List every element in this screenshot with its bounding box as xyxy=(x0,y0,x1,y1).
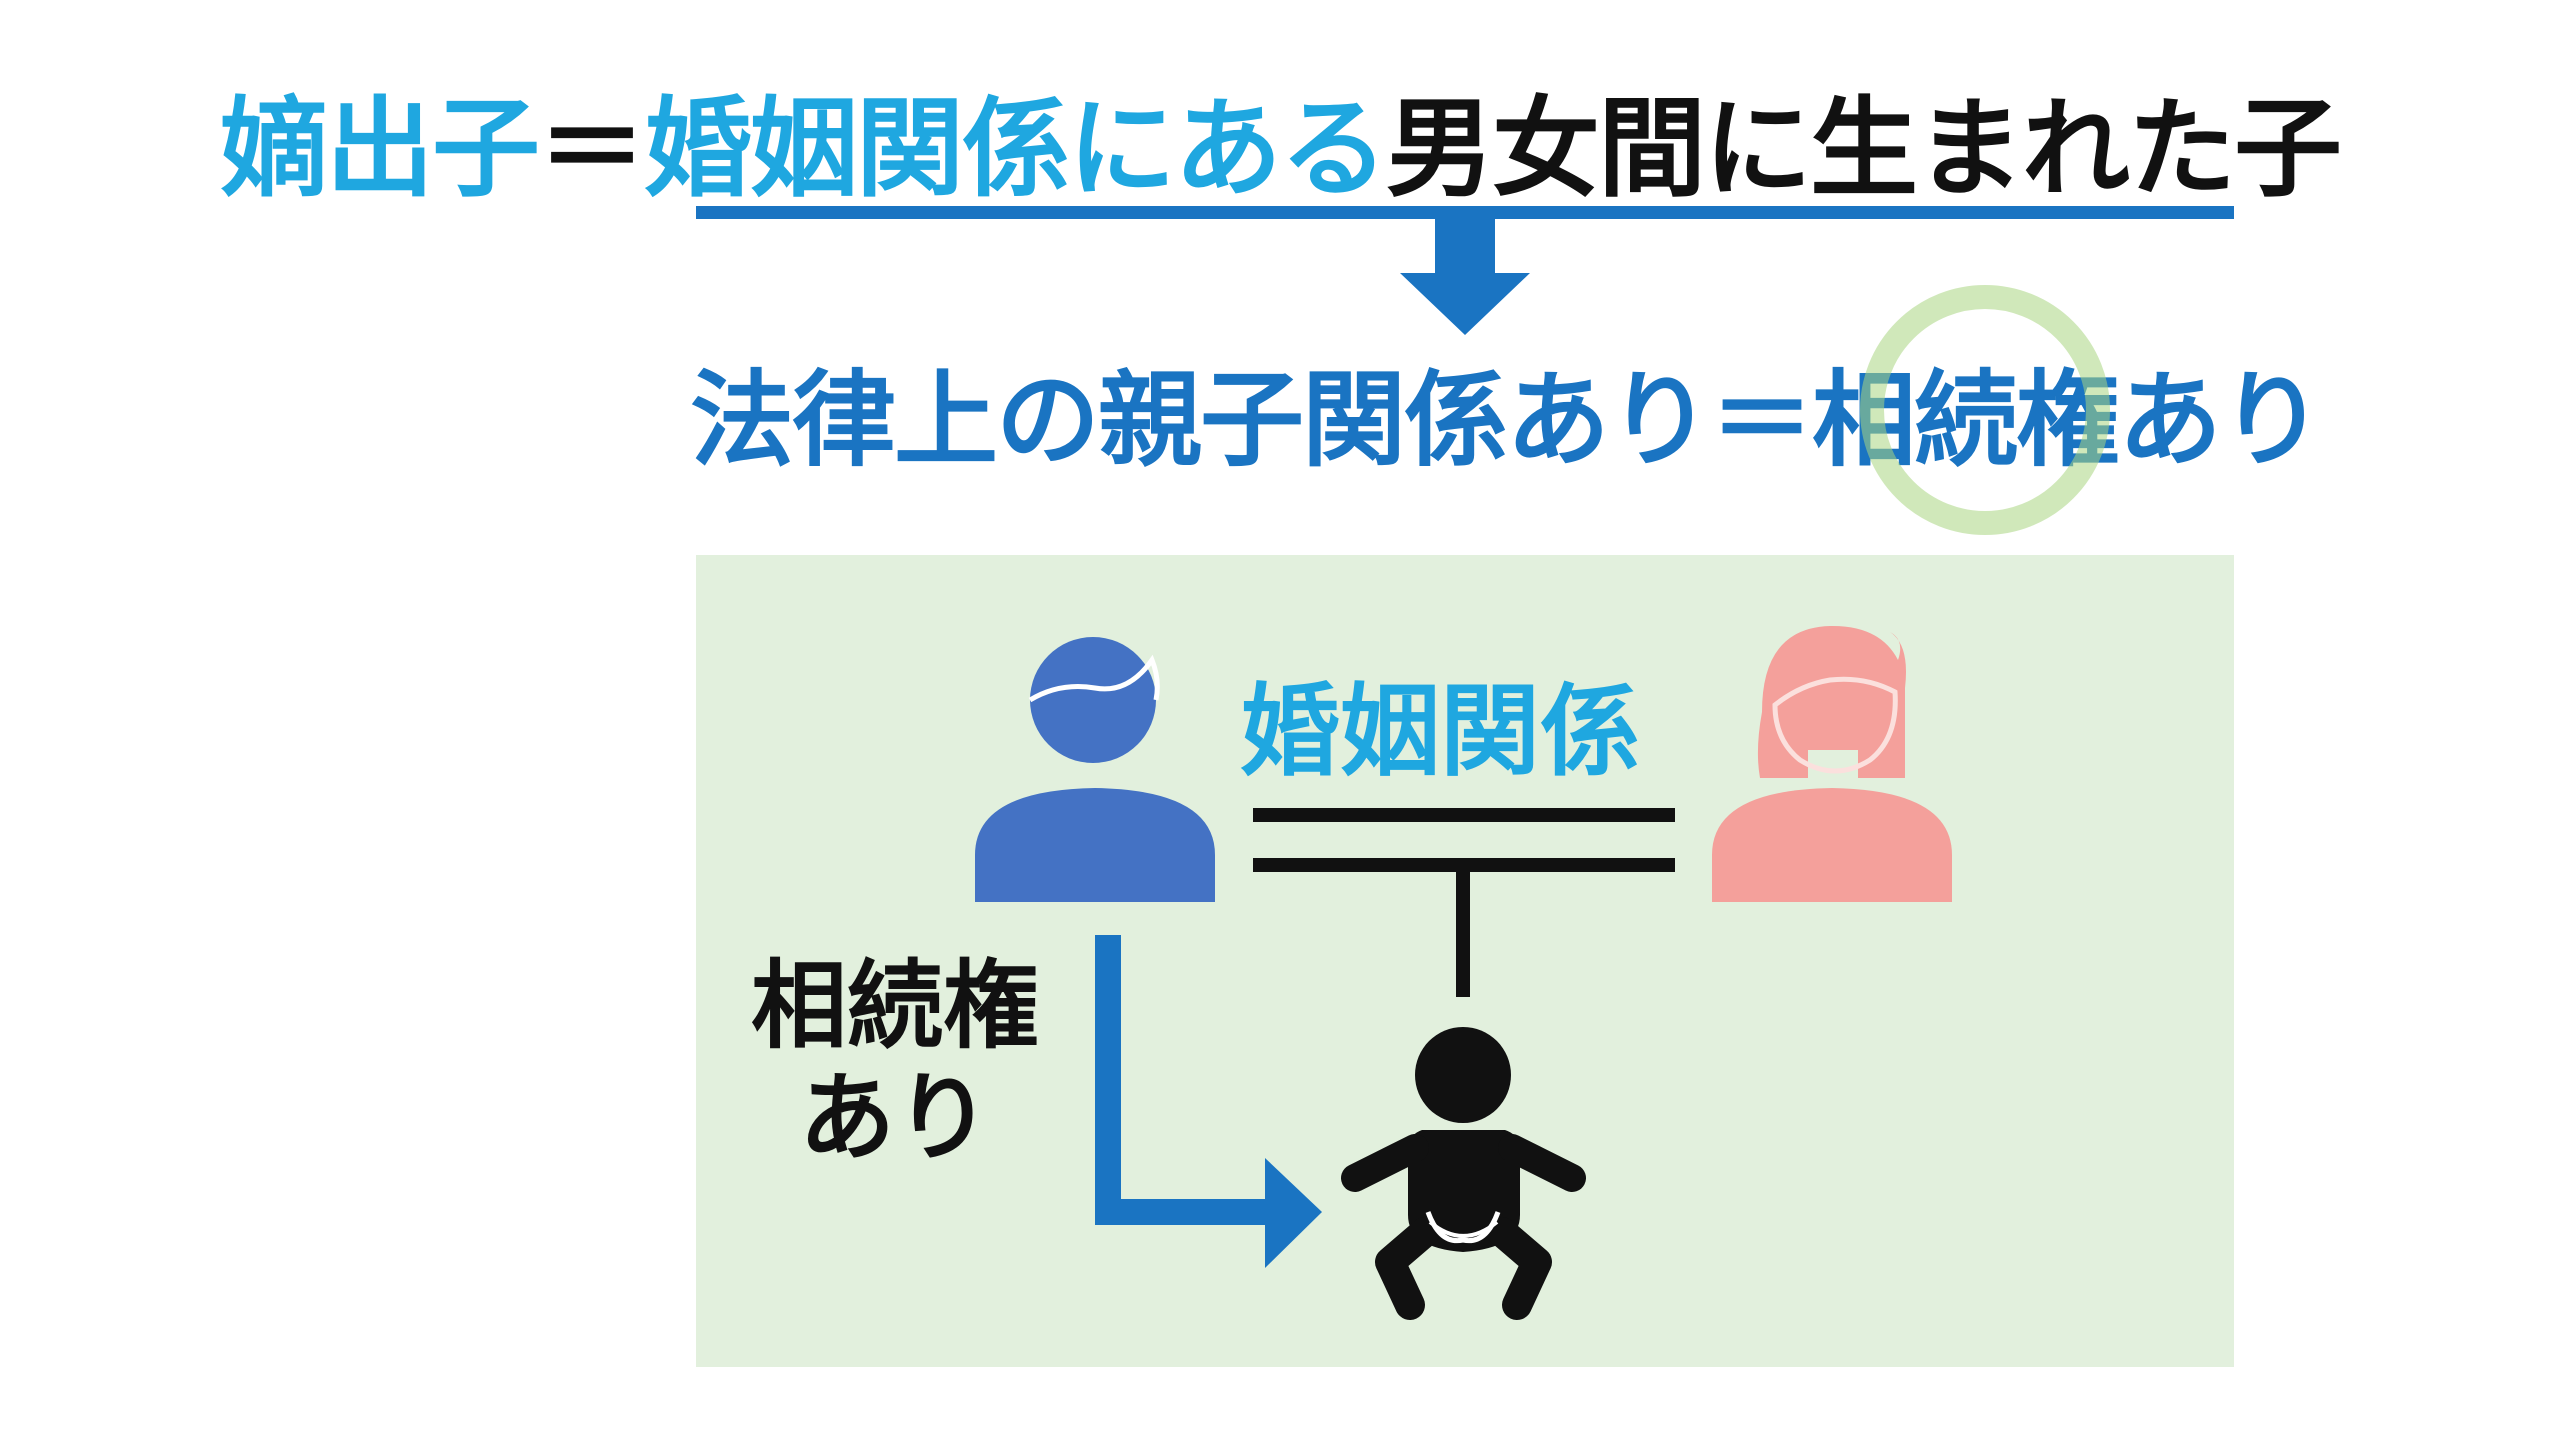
marriage-label: 婚姻関係 xyxy=(1240,673,1640,790)
legitimate-child-term: 嫡出子 xyxy=(219,87,540,212)
down-arrow-icon xyxy=(1400,215,1530,335)
baby-icon xyxy=(1341,1027,1586,1320)
definition-heading: 嫡出子＝婚姻関係にある男女間に生まれた子 xyxy=(0,80,2560,220)
inheritance-arrow-icon xyxy=(1095,935,1322,1268)
inheritance-label-line1: 相続権 xyxy=(751,950,1039,1062)
married-relation-phrase: 婚姻関係にある xyxy=(644,87,1388,212)
inheritance-label: 相続権 あり xyxy=(730,950,1060,1190)
heading-underline xyxy=(696,206,2234,219)
inheritance-label-line2: あり xyxy=(799,1062,991,1174)
mother-icon xyxy=(1712,625,1952,902)
marriage-double-line-icon xyxy=(1253,808,1675,997)
born-between-phrase: 男女間に生まれた子 xyxy=(1386,87,2342,212)
father-icon xyxy=(975,637,1215,902)
equals-sign: ＝ xyxy=(537,87,646,212)
